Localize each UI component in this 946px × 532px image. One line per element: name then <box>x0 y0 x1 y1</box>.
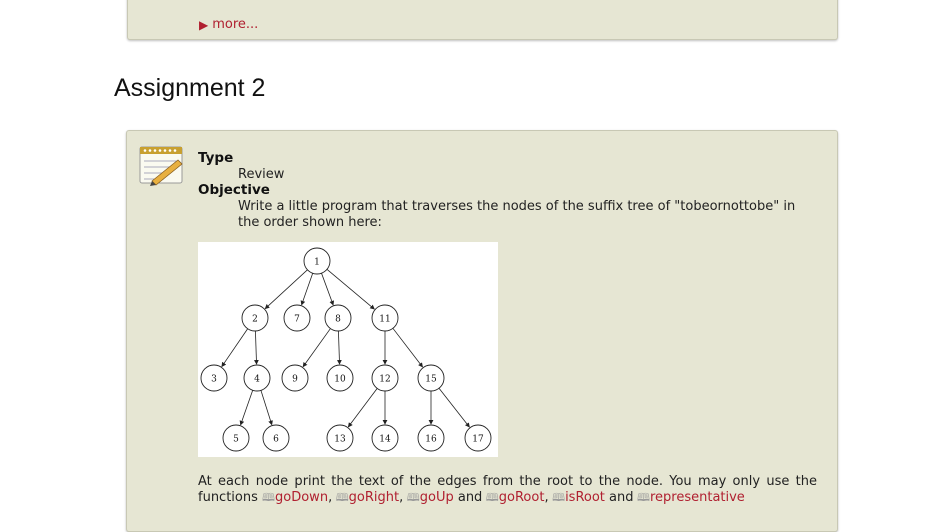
function-link-goUp[interactable]: goUp <box>419 490 454 505</box>
tree-node <box>303 247 331 275</box>
function-link-representative[interactable]: representative <box>649 490 745 505</box>
tree-node-label: 7 <box>294 315 300 325</box>
tree-node <box>371 304 399 332</box>
separator: , <box>399 490 404 505</box>
tree-node <box>464 424 492 452</box>
tree-node <box>371 364 399 392</box>
tree-node <box>200 364 228 392</box>
separator: and <box>604 490 634 505</box>
tree-node-label: 13 <box>334 435 346 445</box>
more-label: more... <box>212 17 259 32</box>
book-icon: 🕮 <box>332 491 349 504</box>
tree-node <box>326 424 354 452</box>
tree-node <box>417 364 445 392</box>
book-icon: 🕮 <box>482 491 499 504</box>
function-link-isRoot[interactable]: isRoot <box>565 490 605 505</box>
tree-edge <box>260 390 273 426</box>
function-link-goRoot[interactable]: goRoot <box>498 490 545 505</box>
book-icon: 🕮 <box>403 491 420 504</box>
tree-node <box>326 364 354 392</box>
tree-edge <box>321 273 335 306</box>
previous-content-box <box>127 0 838 40</box>
tree-node-label: 4 <box>254 375 260 385</box>
tree-node-label: 3 <box>211 375 217 385</box>
tree-node-label: 15 <box>425 375 437 385</box>
tree-node-label: 11 <box>379 315 390 325</box>
tree-node-label: 17 <box>472 435 484 445</box>
tree-edge <box>300 273 314 306</box>
tree-node-label: 6 <box>273 435 279 445</box>
assignment-heading: Assignment 2 <box>114 74 266 102</box>
tree-node-label: 8 <box>335 315 341 325</box>
separator: , <box>544 490 549 505</box>
tree-edge <box>326 269 375 310</box>
function-link-goDown[interactable]: goDown <box>275 490 329 505</box>
body-text: At each node print the text of the edges… <box>198 474 817 505</box>
book-icon: 🕮 <box>633 491 650 504</box>
tree-node <box>222 424 250 452</box>
tree-node-label: 12 <box>379 375 390 385</box>
tree-node <box>371 424 399 452</box>
tree-edge <box>392 328 423 368</box>
tree-node <box>243 364 271 392</box>
triangle-right-icon: ▶ <box>199 17 209 32</box>
tree-edge <box>254 330 259 365</box>
tree-edge <box>239 390 254 426</box>
tree-node-label: 16 <box>425 435 437 445</box>
book-icon: 🕮 <box>548 491 566 504</box>
tree-node-label: 14 <box>379 435 391 445</box>
tree-node <box>283 304 311 332</box>
book-icon: 🕮 <box>262 491 276 504</box>
tree-node <box>281 364 309 392</box>
tree-node-label: 5 <box>233 435 239 445</box>
notepad-pencil-icon <box>139 146 183 186</box>
type-value: Review <box>238 167 285 182</box>
separator: and <box>453 490 483 505</box>
objective-text: Write a little program that traverses th… <box>238 199 796 230</box>
more-link[interactable]: ▶ more... <box>199 17 258 32</box>
separator: , <box>328 490 333 505</box>
tree-node <box>241 304 269 332</box>
tree-edge <box>337 330 342 365</box>
tree-node <box>324 304 352 332</box>
function-link-goRight[interactable]: goRight <box>348 490 400 505</box>
tree-edge <box>264 269 308 310</box>
tree-edge <box>221 328 248 368</box>
tree-edge <box>347 388 378 428</box>
objective-label: Objective <box>198 182 270 198</box>
tree-node <box>262 424 290 452</box>
type-label: Type <box>198 150 234 166</box>
tree-node-label: 2 <box>252 315 258 325</box>
tree-node-label: 1 <box>314 258 320 268</box>
tree-node <box>417 424 445 452</box>
tree-node-label: 9 <box>292 375 298 385</box>
assignment-body-text: At each node print the text of the edges… <box>198 474 817 506</box>
tree-node-label: 10 <box>334 375 346 385</box>
tree-edge <box>302 328 331 368</box>
tree-edge <box>438 387 470 428</box>
